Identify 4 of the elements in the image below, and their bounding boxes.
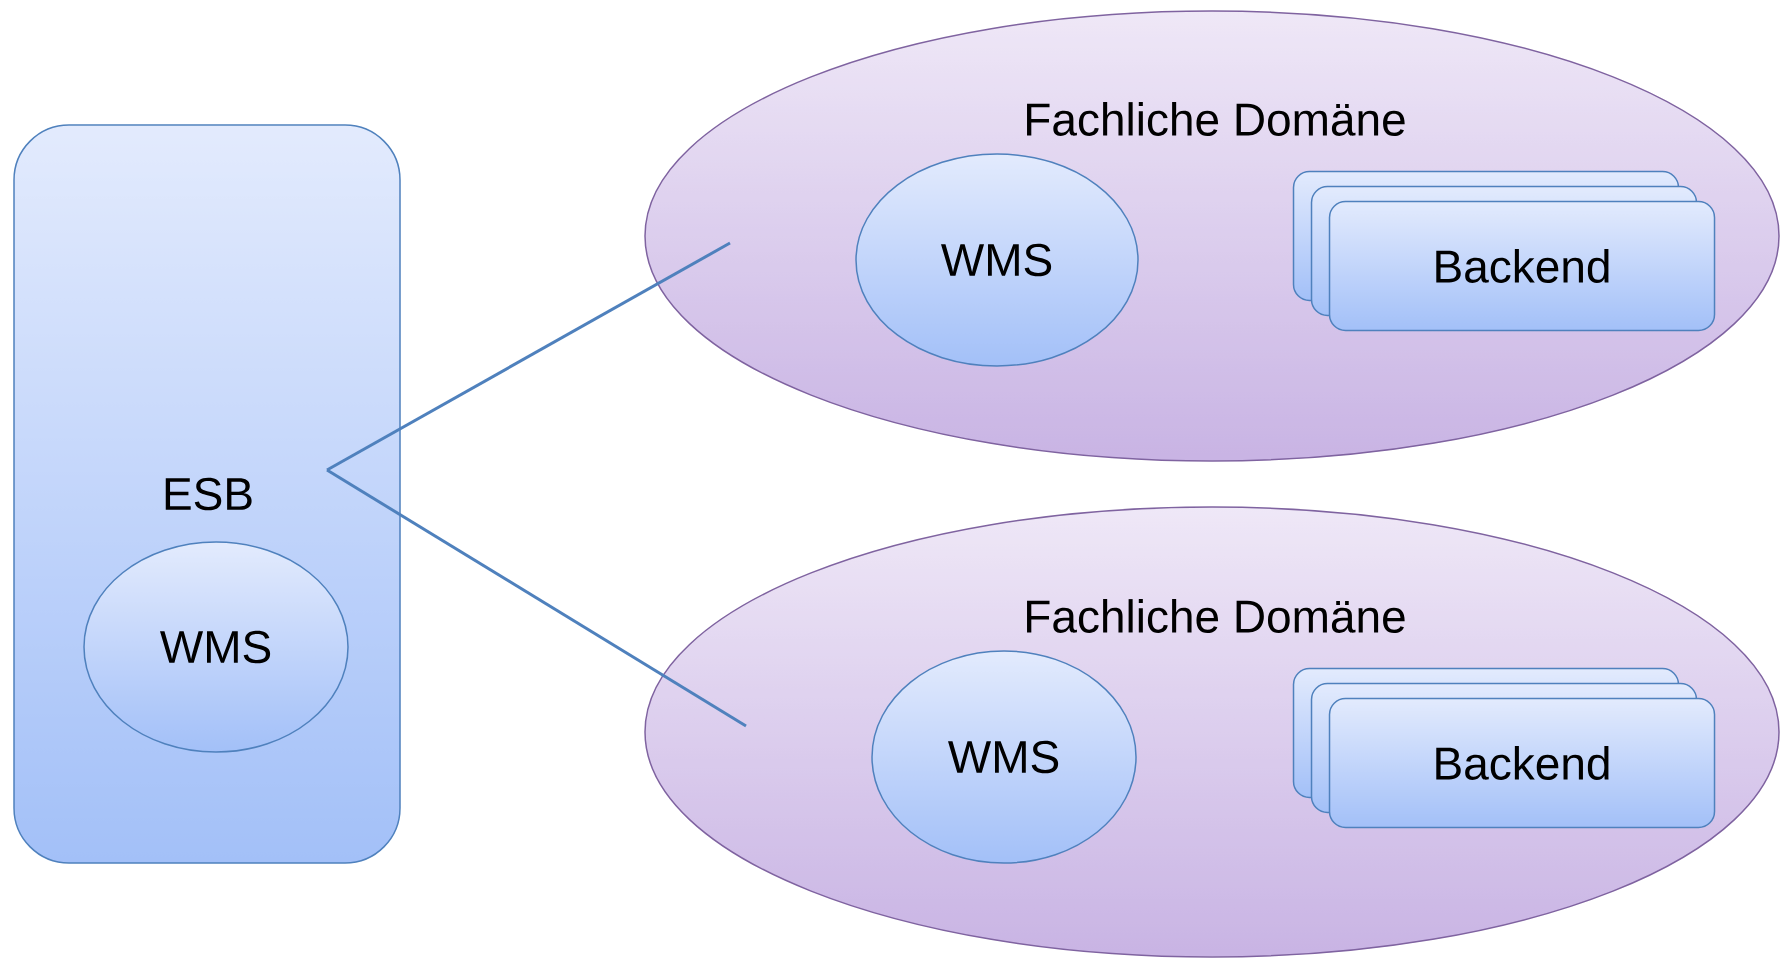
backend-box-stack: Backend — [1292, 170, 1716, 332]
connector-line — [326, 468, 747, 728]
connector-line — [326, 241, 731, 472]
backend-box-stack: Backend — [1292, 667, 1716, 829]
